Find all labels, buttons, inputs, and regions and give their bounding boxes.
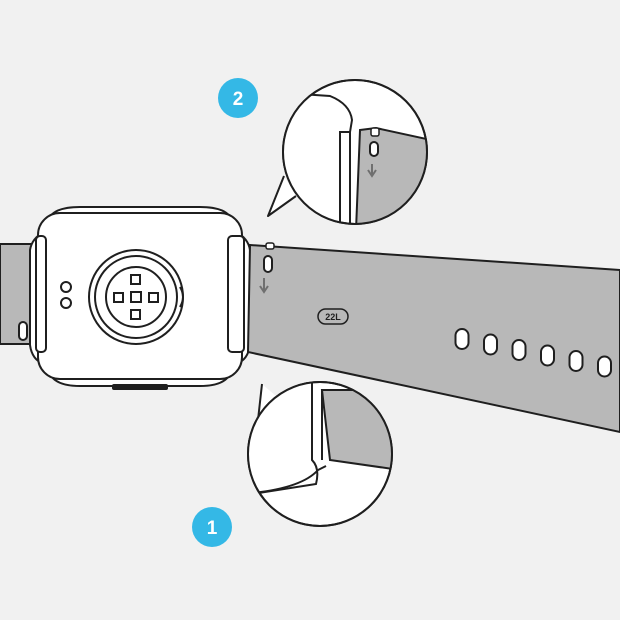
quick-release-pin-icon [263,255,273,273]
step-number-2: 2 [233,89,244,110]
band-hole [568,350,584,372]
sensor-dot-icon [60,281,72,293]
step-badge-2: 2 [218,78,258,118]
quick-release-pin-icon [369,141,379,157]
sensor-dot-icon [60,297,72,309]
zoom-callout-bottom [247,381,393,527]
step-badge-1: 1 [192,507,232,547]
step-number-1: 1 [207,518,218,539]
band-size-label: 22L [325,312,341,322]
heart-rate-sensor-icon [88,249,184,345]
band-hole [454,328,470,350]
band-hole [540,344,555,367]
spring-bar-tip-icon [265,242,275,250]
down-arrow-icon [259,278,269,294]
band-hole [511,339,527,361]
band-hole [483,333,498,356]
band-pin-icon [18,321,28,341]
watch-bottom-edge [112,384,168,390]
band-size-badge: 22L [317,308,349,325]
band-holes [454,328,612,378]
zoom-callout-top [267,79,428,225]
right-band-strap: 22L [246,242,620,434]
spring-bar-tip-icon [370,127,380,137]
band-hole [597,355,612,378]
down-arrow-icon [367,164,377,178]
watch-body [29,206,251,390]
